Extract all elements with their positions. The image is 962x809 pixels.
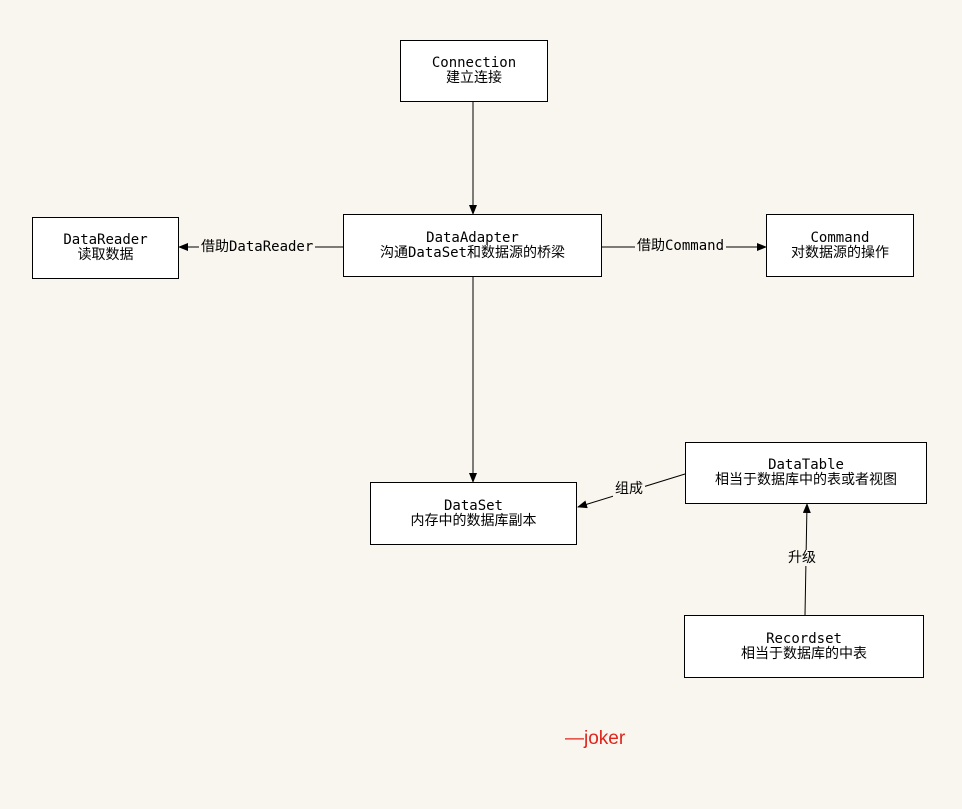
- datareader-desc: 读取数据: [77, 247, 134, 263]
- connection-title: Connection: [431, 55, 517, 71]
- dataadapter-node: DataAdapter 沟通DataSet和数据源的桥梁: [343, 214, 602, 277]
- label-compose: 组成: [613, 481, 645, 497]
- dataadapter-desc: 沟通DataSet和数据源的桥梁: [379, 244, 565, 261]
- command-title: Command: [810, 229, 870, 246]
- author-signature: —joker: [565, 728, 626, 749]
- label-via-command: 借助Command: [635, 238, 727, 254]
- recordset-title: Recordset: [766, 630, 842, 647]
- label-upgrade: 升级: [786, 550, 818, 566]
- recordset-desc: 相当于数据库的中表: [741, 645, 867, 662]
- datatable-desc: 相当于数据库中的表或者视图: [715, 472, 897, 488]
- label-via-datareader: 借助DataReader: [199, 239, 316, 255]
- datareader-title: DataReader: [63, 232, 148, 248]
- connection-desc: 建立连接: [446, 70, 502, 86]
- datatable-node: DataTable 相当于数据库中的表或者视图: [685, 442, 927, 504]
- dataset-desc: 内存中的数据库副本: [410, 512, 537, 529]
- dataadapter-title: DataAdapter: [426, 229, 519, 246]
- recordset-node: Recordset 相当于数据库的中表: [684, 615, 924, 678]
- dataset-title: DataSet: [443, 497, 503, 514]
- dataset-node: DataSet 内存中的数据库副本: [370, 482, 577, 545]
- connection-node: Connection 建立连接: [400, 40, 548, 102]
- datareader-node: DataReader 读取数据: [32, 217, 179, 279]
- command-desc: 对数据源的操作: [791, 244, 889, 261]
- datatable-title: DataTable: [768, 457, 844, 473]
- command-node: Command 对数据源的操作: [766, 214, 914, 277]
